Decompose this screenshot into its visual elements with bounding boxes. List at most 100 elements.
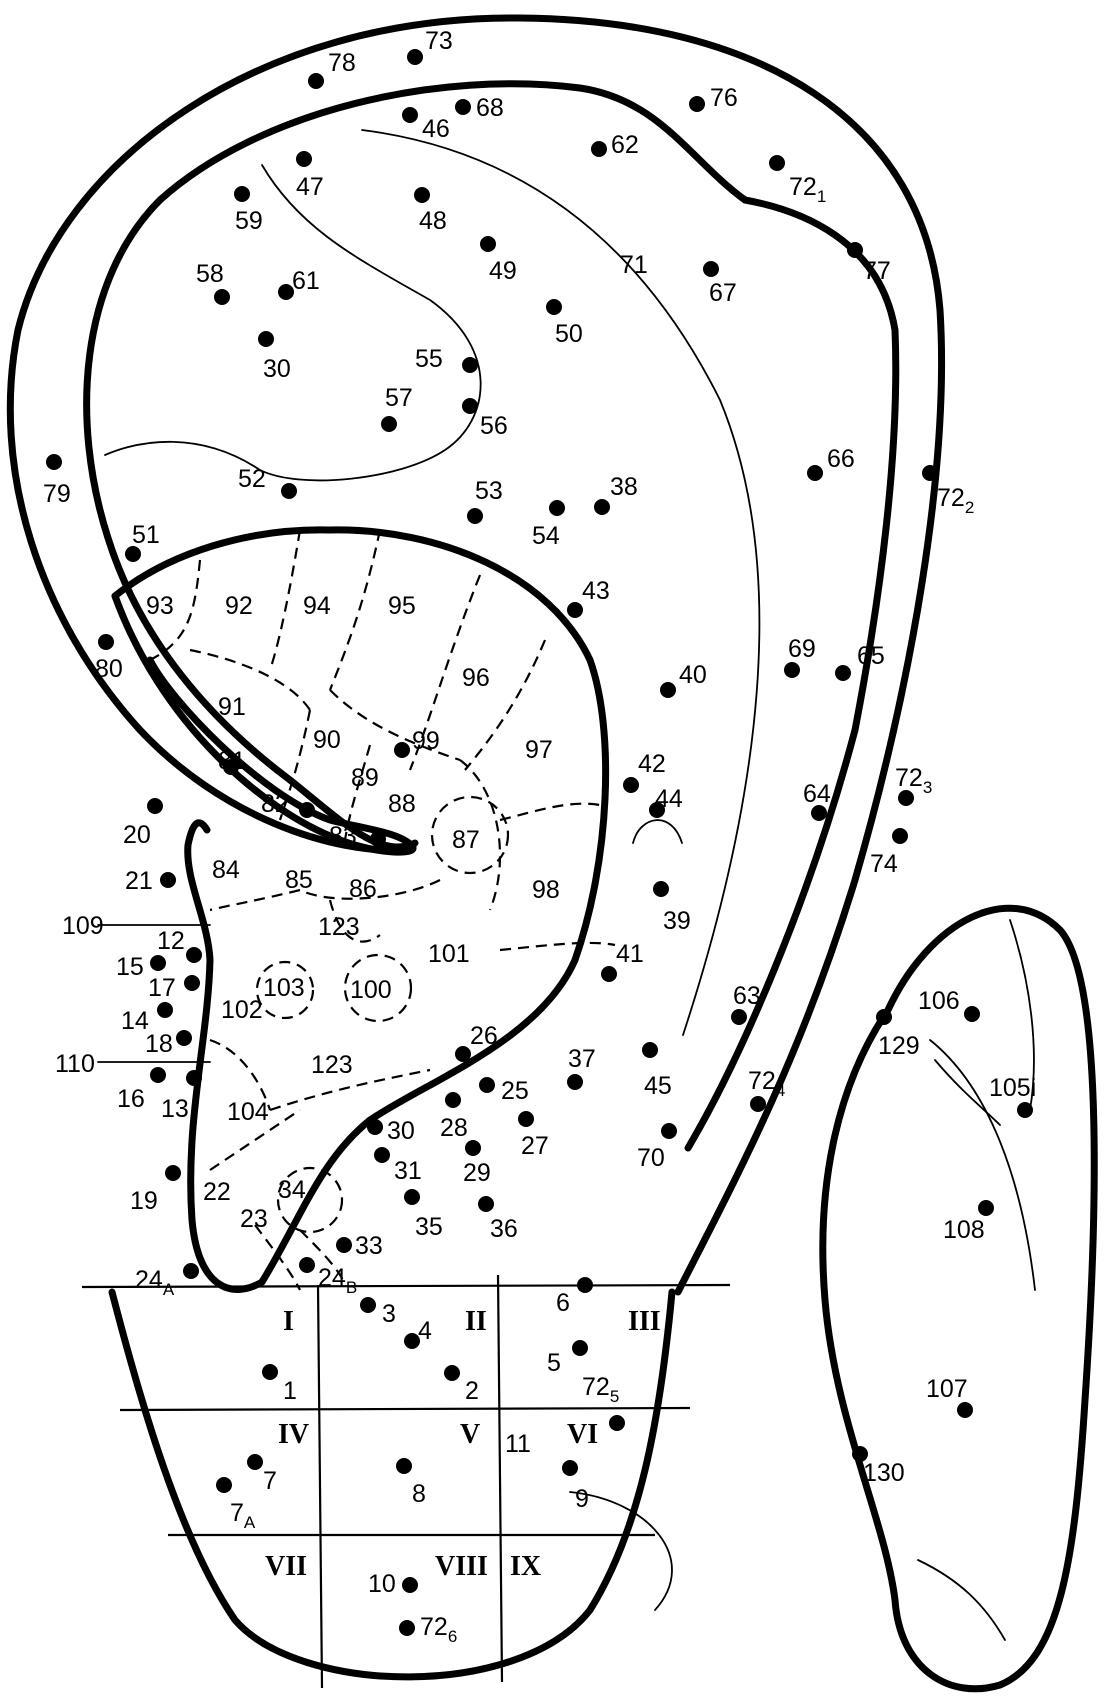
acupoint-130-label: 130 <box>863 1459 905 1487</box>
zone-label-86: 86 <box>349 875 377 903</box>
acupoint-13-label: 13 <box>161 1095 189 1123</box>
zone-label-84: 84 <box>212 856 240 884</box>
acupoint-58-label: 58 <box>196 260 224 288</box>
acupoint-6-label: 6 <box>556 1289 570 1317</box>
acupoint-62-label: 62 <box>611 131 639 159</box>
acupoint-106-marker <box>964 1006 980 1022</box>
acupoint-24-B-label: 24B <box>318 1264 357 1297</box>
zone-label-95: 95 <box>388 592 416 620</box>
acupoint-43-marker <box>567 602 583 618</box>
acupoint-78-label: 78 <box>328 49 356 77</box>
zone-label-103: 103 <box>263 974 305 1002</box>
acupoint-78-marker <box>308 73 324 89</box>
acupoint-66-label: 66 <box>827 445 855 473</box>
helix-crus-outline <box>111 592 417 856</box>
arc-44 <box>632 819 683 844</box>
acupoint-65-marker <box>835 665 851 681</box>
zone-label-123: 123 <box>311 1051 353 1079</box>
inner-helix-outline <box>83 80 900 1152</box>
acupoint-106-label: 106 <box>918 987 960 1015</box>
zone-label-22: 22 <box>203 1178 231 1206</box>
acupoint-54-label: 54 <box>532 522 560 550</box>
acupoint-73-label: 73 <box>425 27 453 55</box>
lobe-section-VI: VI <box>567 1419 598 1450</box>
acupoint-20-label: 20 <box>123 821 151 849</box>
acupoint-107-label: 107 <box>926 1375 968 1403</box>
acupoint-9-label: 9 <box>575 1485 589 1513</box>
acupoint-82-label: 82 <box>261 790 289 818</box>
acupoint-48-marker <box>414 187 430 203</box>
acupoint-markers <box>46 49 1033 1636</box>
acupoint-55-label: 55 <box>415 345 443 373</box>
acupoint-8-label: 8 <box>412 1480 426 1508</box>
earlobe-outline <box>108 1288 676 1681</box>
acupoint-31-label: 31 <box>394 1157 422 1185</box>
acupoint-105i-label: 105i <box>989 1074 1036 1102</box>
acupoint-63-marker <box>731 1009 747 1025</box>
acupoint-51-label: 51 <box>132 521 160 549</box>
acupoint-76-label: 76 <box>710 84 738 112</box>
acupoint-50-marker <box>546 299 562 315</box>
acupoint-25-label: 25 <box>501 1077 529 1105</box>
acupoint-44-label: 44 <box>655 785 683 813</box>
acupoint-56-label: 56 <box>480 412 508 440</box>
acupoint-14-label: 14 <box>121 1007 149 1035</box>
acupoint-3-marker <box>360 1297 376 1313</box>
acupoint-19-marker <box>165 1165 181 1181</box>
acupoint-12-label: 12 <box>157 927 185 955</box>
acupoint-80-label: 80 <box>95 655 123 683</box>
acupoint-5-label: 5 <box>547 1349 561 1377</box>
zone-label-92: 92 <box>225 592 253 620</box>
acupoint-76-marker <box>689 96 705 112</box>
acupoint-63-label: 63 <box>733 982 761 1010</box>
acupoint-41-marker <box>601 966 617 982</box>
acupoint-40-marker <box>660 682 676 698</box>
acupoint-27-label: 27 <box>521 1132 549 1160</box>
acupoint-51-marker <box>125 546 141 562</box>
acupoint-46-marker <box>402 107 418 123</box>
acupoint-59-label: 59 <box>235 207 263 235</box>
zone-label-91: 91 <box>218 693 246 721</box>
acupoint-7-A-label: 7A <box>230 1499 256 1532</box>
zone-label-85: 85 <box>285 866 313 894</box>
acupoint-15-marker <box>150 955 166 971</box>
acupoint-72-1-marker <box>769 155 785 171</box>
acupoint-72-4-marker <box>750 1096 766 1112</box>
acupoint-30-label: 30 <box>387 1117 415 1145</box>
acupoint-70-label: 70 <box>637 1144 665 1172</box>
acupoint-15-label: 15 <box>116 953 144 981</box>
acupoint-37-label: 37 <box>568 1045 596 1073</box>
acupoint-107-marker <box>957 1402 973 1418</box>
acupoint-38-label: 38 <box>610 473 638 501</box>
acupoint-17-marker <box>184 975 200 991</box>
tragus-outline <box>819 904 1098 1693</box>
acupoint-55-marker <box>462 357 478 373</box>
acupoint-64-label: 64 <box>803 780 831 808</box>
acupoint-99-marker <box>394 742 410 758</box>
acupoint-62-marker <box>591 141 607 157</box>
acupoint-67-marker <box>703 261 719 277</box>
acupoint-79-label: 79 <box>43 480 71 508</box>
lobe-section-III: III <box>628 1306 661 1337</box>
acupoint-72-1-label: 721 <box>789 173 826 206</box>
acupoint-43-label: 43 <box>582 577 610 605</box>
acupoint-72-2-marker <box>922 465 938 481</box>
acupoint-77-marker <box>847 242 863 258</box>
acupoint-21-marker <box>160 872 176 888</box>
zone-label-23: 23 <box>240 1205 268 1233</box>
acupoint-72-6-label: 726 <box>420 1613 457 1646</box>
zone-label-93: 93 <box>146 592 174 620</box>
acupoint-83-marker <box>370 831 386 847</box>
zone-label-89: 89 <box>351 764 379 792</box>
acupoint-66-marker <box>807 465 823 481</box>
acupoint-54-marker <box>549 500 565 516</box>
acupoint-2-label: 2 <box>465 1377 479 1405</box>
acupoint-57-label: 57 <box>385 384 413 412</box>
acupoint-36-marker <box>478 1196 494 1212</box>
acupoint-80-marker <box>98 634 114 650</box>
acupoint-7-label: 7 <box>263 1467 277 1495</box>
tragus-inner-line-1 <box>1009 919 1035 1111</box>
acupoint-24-A-marker <box>183 1263 199 1279</box>
acupoint-49-marker <box>480 236 496 252</box>
